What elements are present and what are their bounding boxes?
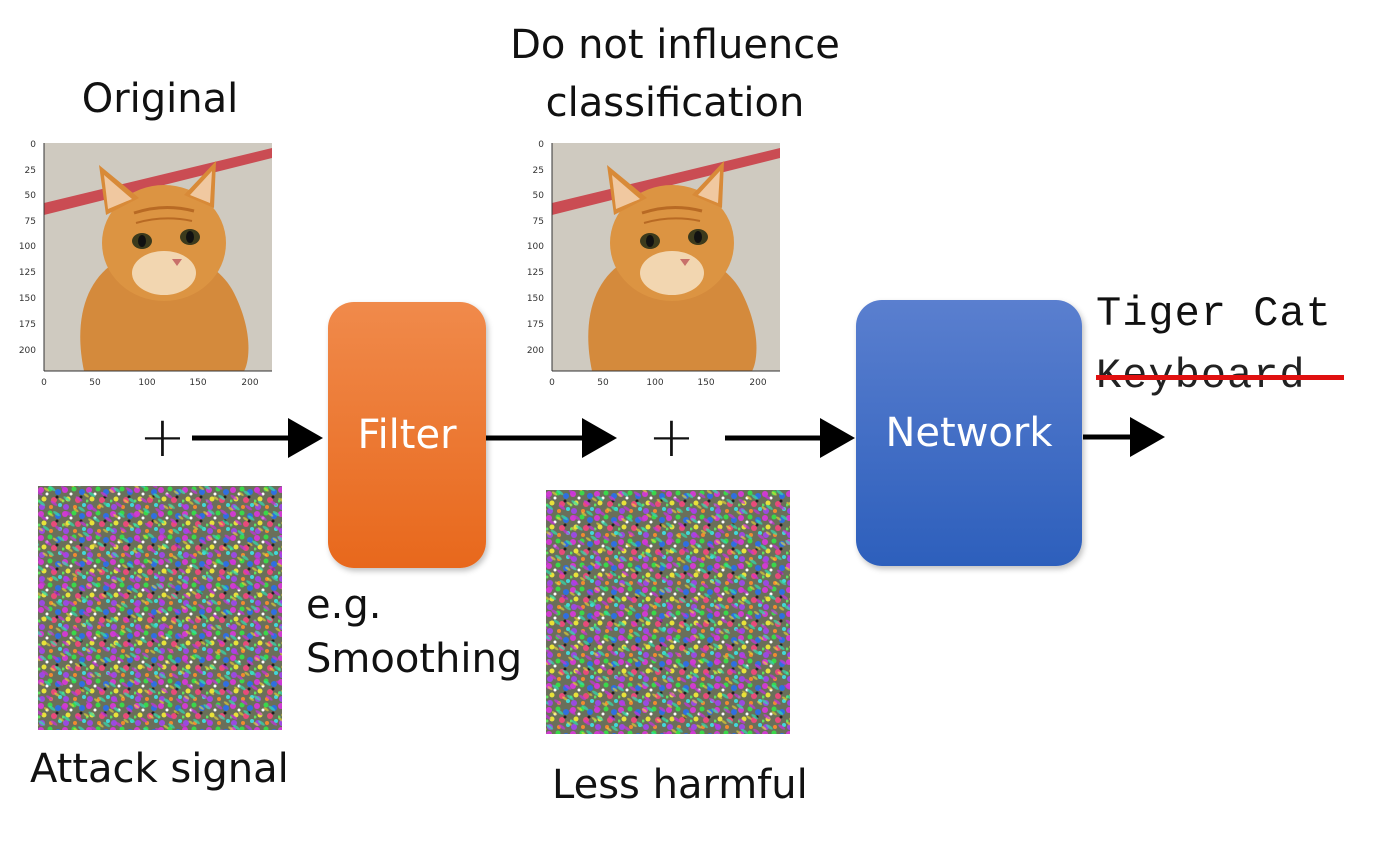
plus-sign-left: + [139,405,186,470]
x-tick-200: 200 [749,378,766,388]
x-tick-0: 0 [41,378,47,388]
y-tick-100: 100 [19,242,36,252]
y-tick-175: 175 [19,320,36,330]
y-tick-175: 175 [527,320,544,330]
x-tick-0: 0 [549,378,555,388]
attack-signal-noise-image [38,486,282,730]
y-tick-200: 200 [527,346,544,356]
y-tick-0: 0 [538,140,544,150]
less-harmful-noise-image [546,490,790,734]
y-tick-75: 75 [533,217,544,227]
eg-label: e.g. [306,582,382,628]
x-tick-50: 50 [89,378,101,388]
filtered-cat-plot: 0 25 50 75 100 125 150 175 200 0 50 100 … [527,140,780,388]
y-tick-50: 50 [533,191,545,201]
y-tick-150: 150 [527,294,544,304]
x-tick-100: 100 [646,378,663,388]
y-tick-25: 25 [25,166,36,176]
original-cat-plot: 0 25 50 75 100 125 150 175 200 0 50 100 … [19,140,272,388]
output-tiger-cat: Tiger Cat [1096,290,1332,338]
x-tick-150: 150 [189,378,206,388]
less-harmful-label: Less harmful [552,762,808,808]
no-influence-label-line2: classification [545,80,805,126]
original-label: Original [81,76,239,122]
y-tick-125: 125 [19,268,36,278]
network-label: Network [885,410,1053,456]
y-tick-150: 150 [19,294,36,304]
x-tick-100: 100 [138,378,155,388]
x-tick-labels: 0 50 100 150 200 [41,378,259,388]
y-tick-125: 125 [527,268,544,278]
y-tick-labels: 0 25 50 75 100 125 150 175 200 [19,140,36,356]
smoothing-label: Smoothing [306,636,523,682]
no-influence-label-line1: Do not influence [510,22,840,68]
y-tick-25: 25 [533,166,544,176]
y-tick-100: 100 [527,242,544,252]
output-keyboard-struck: Keyboard [1096,352,1344,400]
x-tick-200: 200 [241,378,258,388]
x-tick-labels: 0 50 100 150 200 [549,378,767,388]
attack-signal-label: Attack signal [30,746,289,792]
x-tick-150: 150 [697,378,714,388]
filter-block: Filter [328,302,486,568]
network-block: Network [856,300,1082,566]
plus-sign-middle: + [648,405,695,470]
y-tick-50: 50 [25,191,37,201]
y-tick-200: 200 [19,346,36,356]
y-tick-labels: 0 25 50 75 100 125 150 175 200 [527,140,544,356]
filter-label: Filter [357,412,457,458]
y-tick-75: 75 [25,217,36,227]
strike-line [1096,375,1344,380]
x-tick-50: 50 [597,378,609,388]
y-tick-0: 0 [30,140,36,150]
